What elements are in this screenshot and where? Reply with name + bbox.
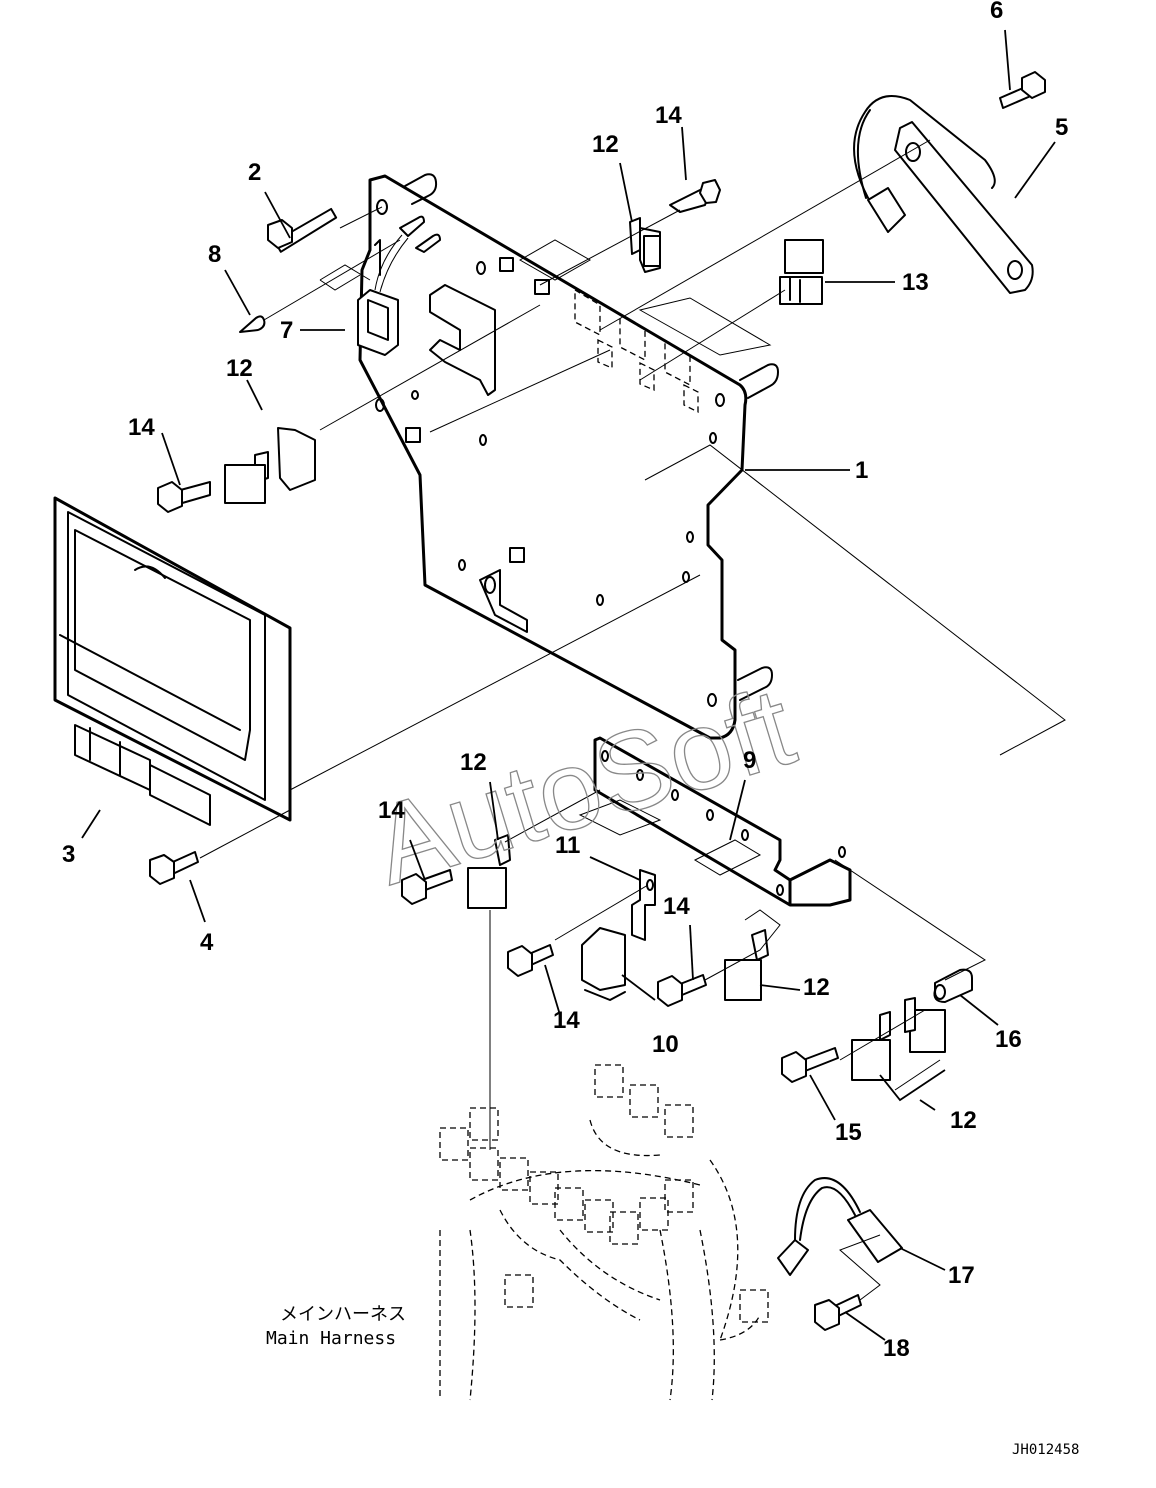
callout-8: 8 [208,241,221,268]
connector-7 [357,215,441,356]
alignment-lines [199,139,1066,1301]
callout-6: 6 [990,0,1003,24]
callout-12e: 12 [950,1107,977,1134]
callout-12a: 12 [592,131,619,158]
callout-2: 2 [248,159,261,186]
callout-4: 4 [200,929,214,956]
bolt-14-left [507,944,554,977]
harness-label-english: Main Harness [266,1328,396,1349]
callout-14b: 14 [128,414,155,441]
relay-12-right [657,929,769,1007]
long-bolt [267,207,338,253]
relay-group-top [629,179,721,273]
callout-5: 5 [1055,114,1068,141]
callout-15: 15 [835,1119,862,1146]
callout-14e: 14 [663,893,690,920]
large-relay-10 [581,927,626,1001]
controller-3 [53,496,292,826]
callout-10: 10 [652,1031,679,1058]
callout-14d: 14 [553,1007,580,1034]
bolt-18 [814,1294,862,1331]
callout-18: 18 [883,1335,910,1362]
sensor-17 [777,1177,903,1276]
clip-bracket-11 [631,869,656,941]
callout-9: 9 [743,747,756,774]
relay-pair-12 [781,997,946,1083]
main-harness [439,1064,769,1401]
callout-16: 16 [995,1026,1022,1053]
callout-3: 3 [62,841,75,868]
callout-1: 1 [855,457,868,484]
callout-12b: 12 [226,355,253,382]
bolt-6 [999,71,1046,109]
spacer-16 [933,968,973,1003]
callouts: 1 2 3 4 5 6 7 8 9 10 11 12 12 12 12 12 1… [62,0,1068,1362]
relay-12-center [401,834,511,909]
callout-17: 17 [948,1262,975,1289]
clip-8 [239,315,266,333]
drawing-number: JH012458 [1012,1442,1079,1458]
harness-label-japanese: メインハーネス [280,1304,406,1325]
relay-group-left [157,427,316,513]
callout-14a: 14 [655,102,682,129]
mounting-bracket [358,173,779,740]
callout-12c: 12 [460,749,487,776]
callout-13: 13 [902,269,929,296]
callout-12d: 12 [803,974,830,1001]
connector-block-13 [779,239,824,305]
watermark: AutoSoft [360,663,807,908]
sensor-bracket-5 [853,95,1034,294]
leader-lines [81,29,1056,1341]
relay-bracket-9 [593,736,852,907]
controller-bolt [149,851,199,885]
callout-14c: 14 [378,797,405,824]
callout-7: 7 [280,317,293,344]
callout-11: 11 [555,832,580,859]
